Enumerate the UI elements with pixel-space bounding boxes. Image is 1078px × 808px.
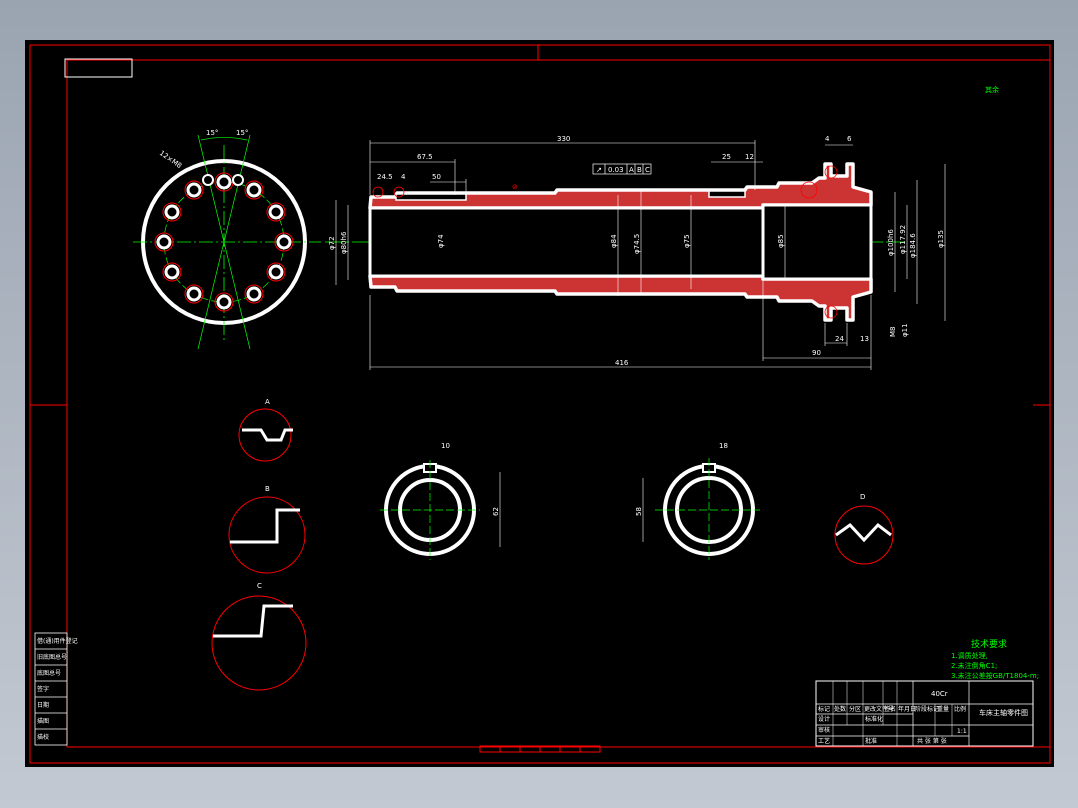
angle-label-left: 15° [206, 129, 218, 137]
approve-label: 批准 [865, 737, 877, 745]
dia-11: φ11 [901, 323, 909, 337]
dia-80h6: φ80h6 [340, 231, 348, 254]
drawing-name: 车床主轴零件图 [979, 708, 1028, 717]
dim-4: 4 [401, 173, 406, 181]
standardization-label: 标准化 [865, 715, 883, 723]
strip-label: 借(通)用件登记 [37, 637, 78, 645]
keyway-section-right: 18 58 [635, 442, 760, 560]
dia-135: φ135 [937, 230, 945, 248]
dim-12: 12 [745, 153, 754, 161]
dia-72: φ72 [328, 236, 336, 250]
dim-4b: 4 [825, 135, 830, 143]
title-block: 40Cr 车床主轴零件图 1:1 标记 处数 分区 更改文件号 签名 年月日 设… [815, 680, 1034, 747]
left-strip-table: 借(通)用件登记 旧底图总号 底图总号 签字 日期 描图 描校 [34, 632, 78, 746]
row-label: 设计 [818, 715, 830, 723]
shaft-section-view: ⊘ [325, 135, 946, 370]
dia-74-5: φ74.5 [633, 234, 641, 254]
scale-label: 比例 [954, 705, 966, 713]
roughness-note: 其余 [985, 85, 999, 94]
dim-50: 50 [432, 173, 441, 181]
weight-label: 重量 [937, 705, 949, 713]
gtol-symbol: ↗ [596, 166, 602, 174]
header-cell: 处数 [834, 705, 846, 713]
dia-74: φ74 [437, 234, 445, 248]
dia-117-92: φ117.92 [899, 225, 907, 254]
gtol-datum-a: A [629, 166, 634, 174]
tech-req-line: 3.未注公差按GB/T1804-m; [951, 671, 1039, 680]
strip-label: 旧底图总号 [37, 653, 67, 661]
tech-req-line: 2.未注倒角C1; [951, 661, 997, 670]
dim-67-5: 67.5 [417, 153, 433, 161]
gtol-value: 0.03 [608, 166, 624, 174]
scale-value: 1:1 [957, 728, 967, 735]
keyway-width: 10 [441, 442, 450, 450]
gtol-datum-c: C [645, 166, 650, 174]
tech-req-title: 技术要求 [971, 638, 1007, 650]
dim-416: 416 [615, 359, 629, 367]
angle-label-right: 15° [236, 129, 248, 137]
header-cell: 分区 [849, 705, 861, 713]
header-cell: 标记 [818, 705, 830, 713]
detail-views: A B C D [211, 398, 894, 691]
header-cell: 签名 [884, 705, 896, 713]
dim-25: 25 [722, 153, 731, 161]
header-cell: 更改文件号 [864, 705, 894, 713]
detail-label: A [265, 398, 270, 406]
dim-6: 6 [847, 135, 852, 143]
row-label: 工艺 [818, 737, 830, 745]
dim-13: 13 [860, 335, 869, 343]
dia-75: φ75 [683, 234, 691, 248]
detail-label: D [860, 493, 865, 501]
tolerance-frame [592, 163, 652, 175]
dia-184-6: φ184.6 [909, 233, 917, 258]
section-dim: 58 [635, 507, 643, 516]
keyway-width: 18 [719, 442, 728, 450]
dim-330: 330 [557, 135, 570, 143]
dia-85: φ85 [777, 234, 785, 248]
strip-label: 底图总号 [37, 669, 61, 677]
material: 40Cr [931, 690, 948, 698]
detail-label: C [257, 582, 262, 590]
sheet-label: 共 张 第 张 [917, 737, 947, 745]
dia-84: φ84 [610, 234, 618, 248]
section-dim: 62 [492, 507, 500, 516]
technical-requirements: 技术要求 1.调质处理, 2.未注倒角C1; 3.未注公差按GB/T1804-m… [951, 638, 1039, 680]
keyway-section-left: 10 62 [380, 442, 501, 560]
detail-label: B [265, 485, 270, 493]
dim-90: 90 [812, 349, 821, 357]
strip-label: 日期 [37, 701, 49, 709]
bottom-scale-strip [479, 745, 601, 753]
gtol-datum-b: B [637, 166, 642, 174]
header-cell: 年月日 [898, 705, 916, 713]
stage-label: 阶段标记 [915, 705, 939, 713]
strip-label: 签字 [37, 685, 49, 693]
dim-24-5: 24.5 [377, 173, 393, 181]
dia-100h6: φ100h6 [887, 229, 895, 256]
cad-drawing-canvas: 借(通)用件登记 旧底图总号 底图总号 签字 日期 描图 描校 [25, 40, 1054, 767]
thread-m8: M8 [889, 327, 897, 338]
svg-text:⊘: ⊘ [512, 183, 518, 191]
strip-label: 描图 [37, 717, 49, 725]
tech-req-line: 1.调质处理, [951, 651, 988, 660]
code-box [64, 58, 133, 78]
strip-label: 描校 [37, 733, 49, 741]
flange-end-view: 15° 15° 12×M8 [133, 129, 321, 350]
hole-note: 12×M8 [158, 149, 183, 170]
row-label: 审核 [818, 726, 830, 734]
dim-24: 24 [835, 335, 844, 343]
